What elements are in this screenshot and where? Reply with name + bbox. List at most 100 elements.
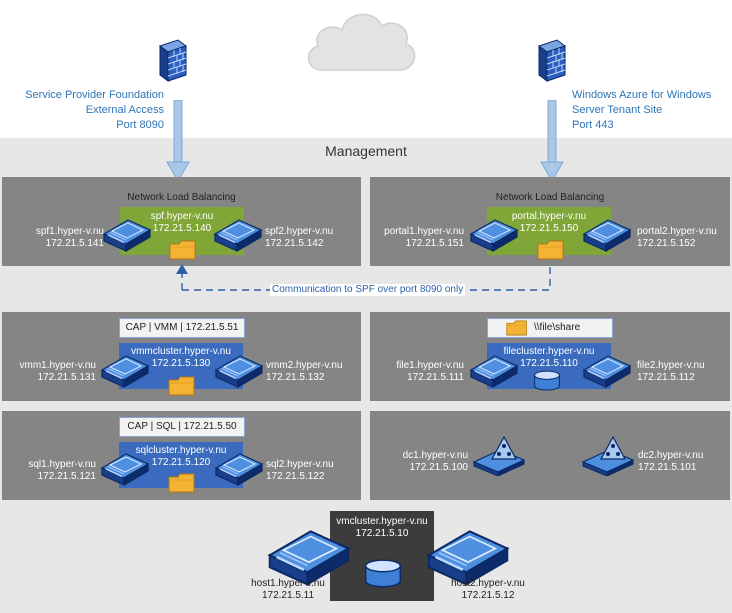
spf2-name: spf2.hyper-v.nu: [265, 226, 334, 237]
sql2-label: sql2.hyper-v.nu 172.21.5.122: [266, 459, 358, 483]
spf1-ip: 172.21.5.141: [45, 238, 104, 249]
file-share-label: \\file\share: [534, 322, 581, 333]
server-icon: [582, 218, 632, 252]
sql-cluster-ip: 172.21.5.120: [151, 457, 211, 468]
file-cluster-name: filecluster.hyper-v.nu: [503, 346, 595, 357]
nlb-title: Network Load Balancing: [127, 192, 236, 203]
server-icon: [214, 354, 264, 388]
dc-panel: [370, 411, 730, 500]
portal1-ip: 172.21.5.151: [405, 238, 464, 249]
dc2-ip: 172.21.5.101: [638, 462, 697, 473]
firewall-icon: [158, 38, 188, 82]
spf1-name: spf1.hyper-v.nu: [35, 226, 104, 237]
spf-external-line: External Access: [85, 104, 164, 116]
sql2-name: sql2.hyper-v.nu: [266, 459, 334, 470]
spf1-label: spf1.hyper-v.nu 172.21.5.141: [14, 226, 104, 250]
portal-external-label: Windows Azure for Windows Server Tenant …: [572, 88, 730, 133]
cloud-icon: [308, 13, 416, 71]
vmm1-ip: 172.21.5.131: [37, 372, 96, 383]
portal-vip-ip: 172.21.5.150: [519, 223, 579, 234]
vmm2-label: vmm2.hyper-v.nu 172.21.5.132: [266, 360, 358, 384]
portal2-ip: 172.21.5.152: [637, 238, 696, 249]
spf-vip-label: spf.hyper-v.nu 172.21.5.140: [120, 211, 244, 235]
dc1-name: dc1.hyper-v.nu: [402, 450, 468, 461]
sql1-name: sql1.hyper-v.nu: [28, 459, 96, 470]
portal2-label: portal2.hyper-v.nu 172.21.5.152: [637, 226, 729, 250]
server-icon: [469, 354, 519, 388]
vmm-cluster-label: vmmcluster.hyper-v.nu 172.21.5.130: [119, 346, 243, 370]
folder-icon: [537, 240, 565, 260]
host1-label: host1.hyper-v.nu 172.21.5.11: [238, 578, 338, 602]
file1-label: file1.hyper-v.nu 172.21.5.111: [372, 360, 464, 384]
server-icon: [100, 354, 150, 388]
server-icon: [469, 218, 519, 252]
server-icon: [100, 452, 150, 486]
spf-vip-ip: 172.21.5.140: [152, 223, 212, 234]
vmm2-ip: 172.21.5.132: [266, 372, 325, 383]
spf-vip-name: spf.hyper-v.nu: [150, 211, 214, 222]
server-icon: [102, 218, 152, 252]
file2-label: file2.hyper-v.nu 172.21.5.112: [637, 360, 729, 384]
vmm1-name: vmm1.hyper-v.nu: [19, 360, 96, 371]
sql-cluster-label: sqlcluster.hyper-v.nu 172.21.5.120: [119, 445, 243, 469]
folder-icon: [169, 240, 197, 260]
vmm2-name: vmm2.hyper-v.nu: [266, 360, 343, 371]
sql-cap-label: CAP | SQL | 172.21.5.50: [119, 417, 245, 437]
server-icon: [582, 354, 632, 388]
spf-external-line: Port 8090: [116, 119, 164, 131]
portal-vip-label: portal.hyper-v.nu 172.21.5.150: [487, 211, 611, 235]
file1-ip: 172.21.5.111: [407, 372, 464, 383]
portal-vip-name: portal.hyper-v.nu: [511, 211, 587, 222]
nlb-title: Network Load Balancing: [495, 192, 605, 203]
domain-controller-icon: [581, 436, 635, 476]
file-cluster-label: filecluster.hyper-v.nu 172.21.5.110: [487, 346, 611, 370]
file-cluster-ip: 172.21.5.110: [520, 358, 578, 369]
vmm-cluster-ip: 172.21.5.130: [151, 358, 211, 369]
spf2-label: spf2.hyper-v.nu 172.21.5.142: [265, 226, 355, 250]
file-share-box: \\file\share: [487, 318, 613, 338]
spf-inbound-arrow: [166, 100, 190, 182]
sql-cluster-name: sqlcluster.hyper-v.nu: [135, 445, 227, 456]
host2-ip: 172.21.5.12: [461, 590, 515, 601]
management-title: Management: [325, 143, 407, 159]
firewall-icon: [537, 38, 567, 82]
dc1-ip: 172.21.5.100: [409, 462, 468, 473]
server-icon: [214, 452, 264, 486]
spf-external-line: Service Provider Foundation: [25, 89, 164, 101]
database-icon: [533, 370, 561, 392]
folder-icon: [168, 376, 196, 396]
folder-icon: [168, 473, 196, 493]
host2-label: host2.hyper-v.nu 172.21.5.12: [438, 578, 538, 602]
spf2-ip: 172.21.5.142: [265, 238, 324, 249]
spf-external-label: Service Provider Foundation External Acc…: [0, 88, 164, 133]
server-icon: [213, 218, 263, 252]
vmm-cluster-name: vmmcluster.hyper-v.nu: [131, 346, 231, 357]
folder-icon: [506, 320, 528, 336]
communication-label: Communication to SPF over port 8090 only: [270, 284, 466, 296]
sql1-ip: 172.21.5.121: [37, 471, 96, 482]
sql2-ip: 172.21.5.122: [266, 471, 325, 482]
portal1-label: portal1.hyper-v.nu 172.21.5.151: [372, 226, 464, 250]
vm-cluster-name: vmcluster.hyper-v.nu: [336, 516, 428, 527]
host1-name: host1.hyper-v.nu: [251, 578, 325, 589]
portal-external-line: Windows Azure for Windows: [572, 89, 712, 101]
file1-name: file1.hyper-v.nu: [396, 360, 464, 371]
file2-ip: 172.21.5.112: [637, 372, 695, 383]
host2-name: host2.hyper-v.nu: [451, 578, 525, 589]
sql1-label: sql1.hyper-v.nu 172.21.5.121: [4, 459, 96, 483]
portal-inbound-arrow: [540, 100, 564, 182]
portal-external-line: Server Tenant Site: [572, 104, 663, 116]
database-icon: [363, 559, 403, 589]
dc2-label: dc2.hyper-v.nu 172.21.5.101: [638, 450, 728, 474]
vm-cluster-label: vmcluster.hyper-v.nu 172.21.5.10: [330, 516, 434, 540]
portal-external-line: Port 443: [572, 119, 614, 131]
host1-ip: 172.21.5.11: [261, 590, 315, 601]
portal2-name: portal2.hyper-v.nu: [637, 226, 717, 237]
portal1-name: portal1.hyper-v.nu: [384, 226, 464, 237]
vmm-cap-label: CAP | VMM | 172.21.5.51: [119, 318, 245, 338]
vmm1-label: vmm1.hyper-v.nu 172.21.5.131: [4, 360, 96, 384]
file2-name: file2.hyper-v.nu: [637, 360, 705, 371]
domain-controller-icon: [472, 436, 526, 476]
vm-cluster-ip: 172.21.5.10: [355, 528, 409, 539]
dc2-name: dc2.hyper-v.nu: [638, 450, 704, 461]
